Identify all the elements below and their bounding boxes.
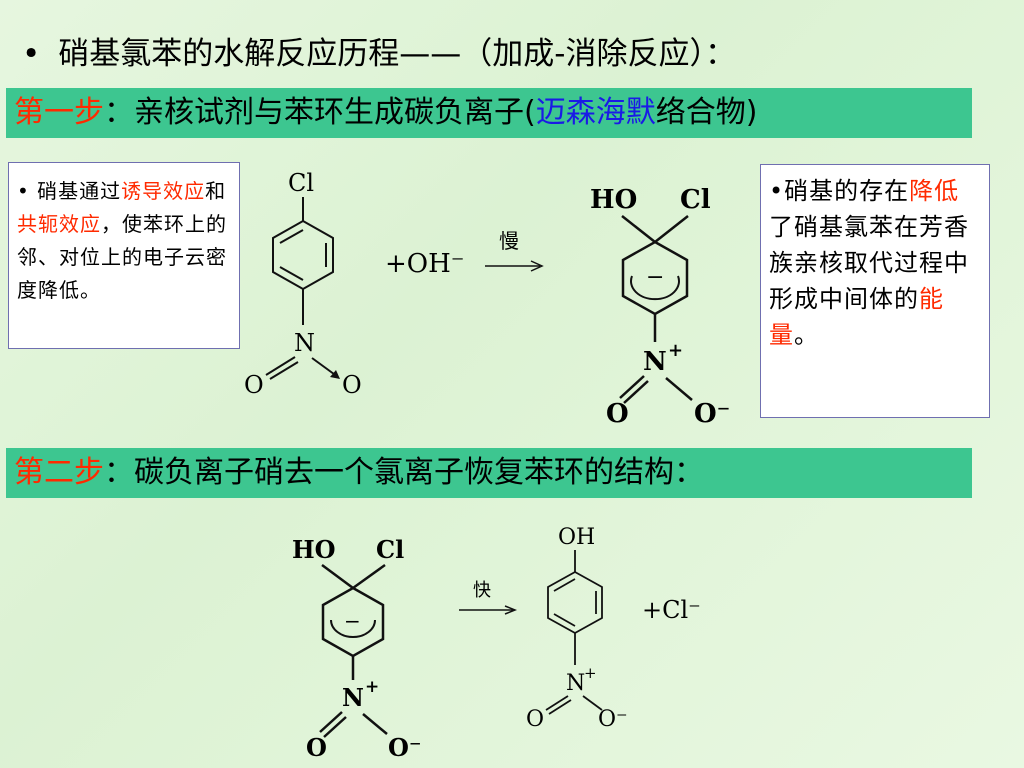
step2-text: 碳负离子硝去一个氯离子恢复苯环的结构： [134,455,704,490]
c-oh-bond [321,563,354,590]
note-right: •硝基的存在降低了硝基氯苯在芳香族亲核取代过程中形成中间体的能量。 [760,164,990,418]
note-right-text-1: 硝基的存在 [784,177,910,205]
n-o-arrowhead [330,370,340,379]
note-right-energy: 能量 [769,285,944,349]
r2-product-n-charge: + [584,664,597,682]
r2-reactant-o1-label: O [306,733,327,762]
note-left: • 硝基通过诱导效应和共轭效应，使苯环上的邻、对位上的电子云密度降低。 [8,162,240,349]
r2-product-o2-label: O⁻ [598,707,628,732]
step1-banner: 第一步：亲核试剂与苯环生成碳负离子(迈森海默络合物) [6,88,972,138]
chloride-ion: +Cl⁻ [642,596,701,624]
c-cl-bond [654,215,689,243]
title-bullet: • [22,36,41,72]
ring-double-bond [279,266,304,281]
n-o-double-bond [323,716,347,738]
ring-negative-charge: − [646,265,664,290]
r2-reactant-n-charge: + [365,677,379,697]
product-n-label: N [643,347,667,377]
note-left-text-2: 和 [205,179,227,203]
n-o-single-bond [582,695,603,711]
r2-reactant-cl-label: Cl [376,535,404,564]
r2-reactant-o2-label: O⁻ [388,733,422,762]
reaction2-product-structure: OH N + O O⁻ [526,525,628,732]
n-o-double-bond [548,699,572,715]
product-cl-label: Cl [680,185,711,215]
delocalized-arc [330,619,376,638]
reactant-cl-label: Cl [288,169,314,197]
reaction2-arrow-group: 快 [459,580,518,615]
step1-paren-open: ( [524,95,536,130]
reaction2-byproduct: +Cl⁻ [642,596,701,624]
step1-label: 第一步 [14,95,104,130]
reagent-hydroxide: +OH⁻ [385,249,465,279]
n-o-double-bond [619,375,645,399]
note-left-bullet: • [17,179,30,203]
note-left-text-3: ，使苯环上的邻、对位上的电子云密度降低。 [17,212,227,302]
r2-reactant-n-label: N [342,683,364,712]
n-o-bond [265,356,296,376]
product-o2-label: O⁻ [694,399,730,429]
step1-complex-name: 迈森海默 [535,95,656,130]
r2-product-oh-label: OH [558,525,595,550]
arrow-label-slow: 慢 [499,229,519,253]
product-ho-label: HO [590,185,637,215]
note-left-inductive: 诱导效应 [121,179,206,203]
n-o-bond [269,361,299,380]
step2-colon: ： [104,455,134,490]
step2-label: 第二步 [14,455,104,490]
benzene-ring [272,219,334,291]
step2-banner: 第二步：碳负离子硝去一个氯离子恢复苯环的结构： [6,448,972,498]
step1-complex-suffix: 络合物 [655,95,746,130]
reactant-o1-label: O [244,371,264,399]
reaction-arrowhead [504,605,518,615]
product-n-charge: + [668,340,683,361]
note-left-text-1: 硝基通过 [37,179,122,203]
c-oh-bond [621,215,656,243]
r2-ring-negative-charge: − [344,609,361,633]
benzene-ring [547,570,603,635]
title-text: 硝基氯苯的水解反应历程——（加成-消除反应）： [58,36,736,72]
step1-colon: ： [104,95,134,130]
reaction1-product-structure: HO Cl − N + O O⁻ [590,185,730,429]
page-title: • 硝基氯苯的水解反应历程——（加成-消除反应）： [22,28,1012,73]
step1-text: 亲核试剂与苯环生成碳负离子 [134,95,524,130]
r2-reactant-ho-label: HO [292,535,336,564]
reactant-o2-label: O [342,371,362,399]
r2-product-n-label: N [566,671,585,696]
delocalized-arc [630,275,680,301]
reaction1-reactant-structure: Cl N O O [244,169,362,399]
note-left-conjugation: 共轭效应 [17,212,101,236]
arrow-label-fast: 快 [473,580,491,601]
n-o-double-bond [319,711,343,733]
note-right-text-2: 了硝基氯苯在芳香族亲核取代过程中形成中间体的 [769,213,969,313]
product-o1-label: O [606,399,629,429]
ring-double-bond [279,229,304,244]
ring-double-bond [553,578,576,592]
n-o-single-bond [665,377,693,401]
reactant-n-label: N [294,329,315,357]
step1-paren-close: ) [745,95,758,130]
reaction2-reactant-structure: HO Cl − N + O O⁻ [292,535,422,762]
c-cl-bond [352,563,386,590]
n-o-single-bond [362,713,388,735]
note-right-lower: 降低 [909,177,960,205]
note-right-bullet: • [769,177,785,205]
ring-double-bond [553,613,576,627]
n-o-double-bond [545,695,569,711]
reaction-arrowhead [530,260,544,272]
r2-product-o1-label: O [526,707,544,732]
note-right-text-3: 。 [794,321,819,349]
n-o-double-bond [623,380,649,404]
reaction1-arrow-group: +OH⁻ 慢 [385,229,544,279]
